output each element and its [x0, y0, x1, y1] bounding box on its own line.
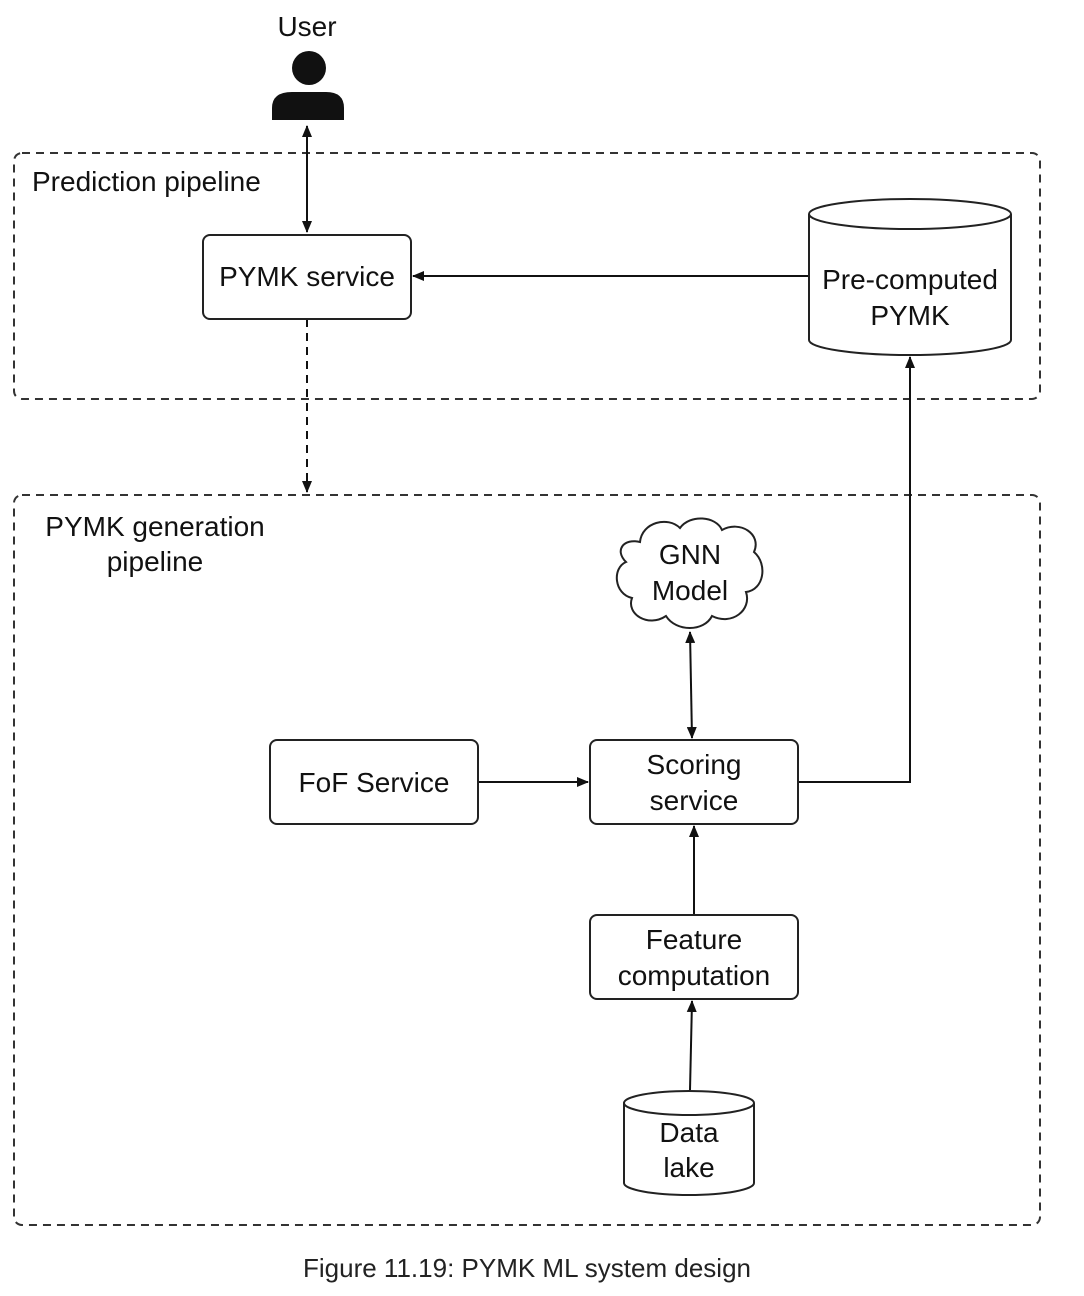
- user-node: User: [272, 11, 344, 120]
- cloud-icon: [616, 517, 764, 629]
- edge-gnn-scoring: [685, 631, 697, 739]
- pymk-service-label: PYMK service: [219, 261, 395, 292]
- figure-caption: Figure 11.19: PYMK ML system design: [303, 1253, 751, 1283]
- user-icon: [272, 51, 344, 120]
- pymk-generation-pipeline-group: PYMK generation pipeline: [13, 494, 1041, 1226]
- user-label: User: [277, 11, 336, 42]
- edge-datalake-to-feature: [686, 1000, 697, 1091]
- data-lake-label-line1: Data: [659, 1117, 719, 1148]
- prediction-pipeline-label: Prediction pipeline: [32, 166, 261, 197]
- edges: [302, 125, 915, 1091]
- fof-service-label: FoF Service: [299, 767, 450, 798]
- fof-service-node: FoF Service: [269, 739, 479, 825]
- feature-computation-label-line1: Feature: [646, 924, 743, 955]
- precomputed-pymk-label-line2: PYMK: [870, 300, 950, 331]
- scoring-service-node: Scoring service: [589, 739, 799, 825]
- gnn-model-label-line1: GNN: [659, 539, 721, 570]
- gnn-model-node: GNN Model: [616, 517, 764, 629]
- scoring-service-label-line2: service: [650, 785, 739, 816]
- generation-pipeline-label-line1: PYMK generation: [45, 511, 264, 542]
- feature-computation-label-line2: computation: [618, 960, 771, 991]
- gnn-model-label-line2: Model: [652, 575, 728, 606]
- scoring-service-label-line1: Scoring: [647, 749, 742, 780]
- generation-pipeline-label-line2: pipeline: [107, 546, 204, 577]
- feature-computation-node: Feature computation: [589, 914, 799, 1000]
- pymk-service-node: PYMK service: [202, 234, 412, 320]
- data-lake-label-line2: lake: [663, 1152, 714, 1183]
- precomputed-pymk-label-line1: Pre-computed: [822, 264, 998, 295]
- data-lake-node: Data lake: [623, 1090, 755, 1196]
- edge-scoring-to-precomputed: [797, 356, 915, 783]
- prediction-pipeline-group: Prediction pipeline: [13, 152, 1041, 400]
- precomputed-pymk-node: Pre-computed PYMK: [808, 198, 1012, 356]
